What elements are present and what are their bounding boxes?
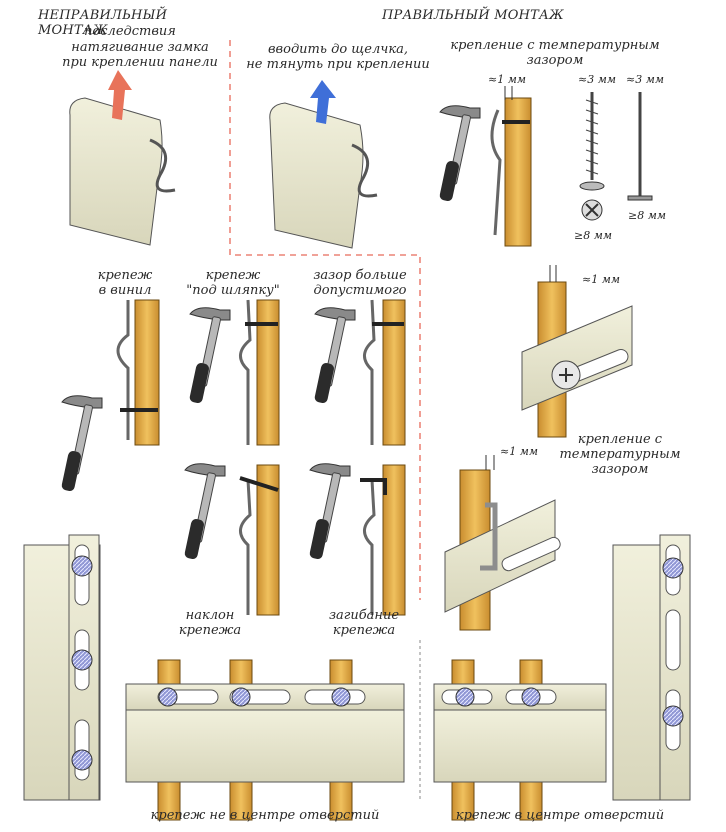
label-till-click: вводить до щелчка, не тянуть при креплен… xyxy=(246,42,430,72)
vertical-strip-right xyxy=(612,534,691,801)
label-fastener-hat: крепеж "под шляпку" xyxy=(186,268,280,298)
temp-gap-mid-group xyxy=(521,265,633,438)
dim-8mm-screw: ≥8 мм xyxy=(574,229,612,242)
label-gap-over: зазор больше допустимого xyxy=(313,268,407,298)
horizontal-strip-wrong xyxy=(125,659,405,821)
header-right: ПРАВИЛЬНЫЙ МОНТАЖ xyxy=(382,8,564,23)
arrow-right-icon xyxy=(310,80,336,124)
screw-icon xyxy=(579,92,605,221)
tilt-group xyxy=(183,463,280,616)
fastener-vinyl-group xyxy=(60,299,160,493)
gap-over-group xyxy=(313,299,406,446)
label-center: крепеж в центре отверстий xyxy=(455,808,665,823)
header-wrong: НЕПРАВИЛЬНЫЙ МОНТАЖ xyxy=(38,8,168,38)
dim-3mm-screw: ≈3 мм xyxy=(578,73,616,86)
label-tilt: наклон крепежа xyxy=(178,608,242,638)
panel-right-top xyxy=(269,80,378,249)
label-not-center: крепеж не в центре отверстий xyxy=(150,808,380,823)
dim-3mm-nail: ≈3 мм xyxy=(626,73,664,86)
temp-gap-top-group xyxy=(438,86,653,247)
dim-1mm-low: ≈1 мм xyxy=(500,445,538,458)
panel-wrong-top xyxy=(69,70,176,246)
fastener-hat-group xyxy=(188,299,280,446)
label-temp-gap-top: крепление с температурным зазором xyxy=(450,38,660,68)
arrow-wrong-icon xyxy=(108,70,132,120)
divider-top xyxy=(229,40,421,600)
label-temp-gap-mid: крепление с температурным зазором xyxy=(559,432,681,477)
bend-group xyxy=(308,463,406,616)
horizontal-strip-right xyxy=(433,659,607,821)
vertical-strip-left xyxy=(23,534,101,801)
nail-gap-group xyxy=(444,455,561,631)
dim-1mm-top: ≈1 мм xyxy=(488,73,526,86)
label-bend: загибание крепежа xyxy=(328,608,400,638)
dim-1mm-mid: ≈1 мм xyxy=(582,273,620,286)
header-wrong-sub: последствия xyxy=(84,24,176,39)
label-pull-lock: натягивание замка при креплении панели xyxy=(62,40,218,70)
dim-8mm-nail: ≥8 мм xyxy=(628,209,666,222)
label-fastener-vinyl: крепеж в винил xyxy=(97,268,153,298)
nail-icon xyxy=(627,92,653,201)
